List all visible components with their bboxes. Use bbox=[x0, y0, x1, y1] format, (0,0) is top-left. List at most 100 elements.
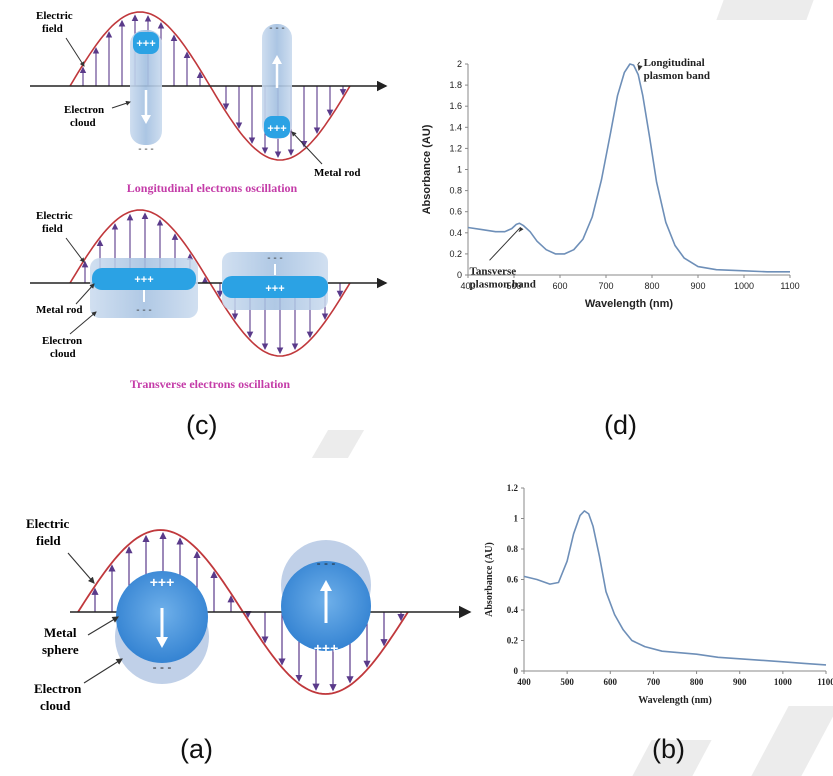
y-tick-label: 0.8 bbox=[507, 544, 519, 554]
axes-frame bbox=[467, 64, 790, 276]
metal-sphere-label: sphere bbox=[42, 642, 79, 657]
rod-body bbox=[222, 276, 328, 298]
annotation-arrowhead bbox=[637, 65, 643, 71]
x-tick-label: 700 bbox=[647, 677, 661, 687]
axes-frame bbox=[523, 488, 826, 672]
y-tick-label: 1.6 bbox=[449, 101, 462, 111]
electric-field-label: Electric bbox=[36, 10, 73, 22]
annotation-label: plasmon band bbox=[470, 278, 536, 290]
x-tick-label: 900 bbox=[733, 677, 747, 687]
minus-charge: - - - bbox=[136, 305, 152, 316]
y-tick-label: 1.2 bbox=[507, 483, 519, 493]
plus-charge: +++ bbox=[134, 274, 153, 286]
panel-label-a: (a) bbox=[180, 734, 213, 764]
electric-field-label: Electric bbox=[36, 210, 73, 222]
transverse-caption: Transverse electrons oscillation bbox=[130, 377, 291, 391]
plus-charge: +++ bbox=[265, 283, 284, 295]
series-line bbox=[467, 63, 790, 273]
metal-rod-2: +++ - - - bbox=[262, 23, 292, 139]
electron-cloud-label: Electron bbox=[64, 104, 104, 116]
x-tick-label: 1000 bbox=[734, 281, 754, 291]
annotation-label: plasmon band bbox=[644, 70, 710, 82]
y-axis-label: Absorbance (AU) bbox=[421, 124, 433, 214]
annotation-arrowhead bbox=[518, 227, 524, 233]
metal-sphere-2: - - - +++ bbox=[281, 540, 371, 656]
x-tick-label: 400 bbox=[517, 677, 531, 687]
longitudinal-caption: Longitudinal electrons oscillation bbox=[127, 181, 298, 195]
metal-sphere-label: Metal bbox=[44, 625, 77, 640]
y-tick-label: 0.6 bbox=[449, 207, 462, 217]
minus-charge: - - - bbox=[269, 23, 285, 34]
watermark-shape bbox=[766, 0, 814, 20]
arrow-down-head-icon bbox=[141, 115, 151, 124]
y-tick-label: 0.4 bbox=[449, 228, 462, 238]
pointer-line bbox=[83, 658, 123, 684]
plus-charge: +++ bbox=[136, 38, 155, 50]
rod-cap bbox=[133, 32, 159, 54]
x-tick-label: 500 bbox=[560, 677, 574, 687]
metal-rod-3: +++ - - - bbox=[90, 258, 198, 318]
metal-rod-label: Metal rod bbox=[36, 304, 83, 316]
metal-rod-4: +++ - - - bbox=[222, 252, 328, 310]
x-tick-label: 1100 bbox=[817, 677, 833, 687]
y-tick-label: 0.2 bbox=[449, 249, 462, 259]
annotation-pointer bbox=[489, 226, 521, 261]
y-tick-label: 1.8 bbox=[449, 80, 462, 90]
rod-cap bbox=[264, 116, 290, 138]
panel-label-b: (b) bbox=[652, 734, 685, 764]
x-tick-label: 600 bbox=[552, 281, 567, 291]
panel-c: +++ - - - +++ - - - Electric field Elect… bbox=[0, 0, 400, 400]
electric-field-label: field bbox=[36, 533, 61, 548]
y-tick-label: 0.8 bbox=[449, 186, 462, 196]
x-tick-label: 600 bbox=[604, 677, 618, 687]
series-line bbox=[523, 510, 827, 666]
minus-charge: - - - bbox=[138, 144, 154, 155]
x-tick-label: 800 bbox=[690, 677, 704, 687]
y-tick-label: 0.4 bbox=[507, 605, 519, 615]
electron-cloud-label: Electron bbox=[34, 681, 82, 696]
arrow-up-head-icon bbox=[320, 580, 332, 591]
pointer-line bbox=[111, 100, 131, 109]
pointer-line bbox=[65, 37, 85, 67]
y-tick-label: 0 bbox=[457, 270, 462, 280]
electron-cloud-label: cloud bbox=[50, 348, 76, 360]
watermark-shape bbox=[716, 0, 782, 20]
y-tick-label: 1 bbox=[457, 165, 462, 175]
electric-field-label: field bbox=[42, 23, 63, 35]
y-tick-label: 0.6 bbox=[507, 575, 519, 585]
y-tick-label: 1.2 bbox=[449, 143, 462, 153]
arrow-up-head-icon bbox=[272, 55, 282, 64]
x-tick-label: 900 bbox=[690, 281, 705, 291]
watermark-shape bbox=[311, 430, 365, 458]
panel-a: +++ - - - - - - +++ Electric field Metal… bbox=[0, 505, 480, 720]
arrow-down-head-icon bbox=[156, 637, 168, 648]
pointer-line bbox=[65, 237, 85, 263]
x-axis-label: Wavelength (nm) bbox=[638, 695, 712, 706]
electron-cloud-label: cloud bbox=[70, 117, 96, 129]
annotation-pointer bbox=[637, 61, 641, 66]
y-tick-label: 1 bbox=[514, 514, 519, 524]
y-tick-label: 0.2 bbox=[507, 636, 519, 646]
annotation-label: Longitudinal bbox=[644, 57, 705, 69]
panel-label-d: (d) bbox=[604, 410, 637, 440]
x-tick-label: 400 bbox=[460, 281, 475, 291]
plus-charge: +++ bbox=[150, 574, 175, 590]
y-tick-label: 1.4 bbox=[449, 122, 462, 132]
rod-body bbox=[92, 268, 196, 290]
plus-charge: +++ bbox=[267, 123, 286, 135]
x-tick-label: 500 bbox=[506, 281, 521, 291]
panel-a-diagram: +++ - - - - - - +++ Electric field Metal… bbox=[26, 516, 472, 713]
panel-c-diagram: +++ - - - +++ - - - Electric field Elect… bbox=[30, 10, 388, 391]
plus-charge: +++ bbox=[314, 640, 339, 656]
x-tick-label: 700 bbox=[598, 281, 613, 291]
pointer-line bbox=[87, 616, 119, 636]
annotation-label: Tansverse bbox=[470, 265, 517, 277]
metal-rod-label: Metal rod bbox=[314, 167, 361, 179]
electron-cloud-label: cloud bbox=[40, 698, 71, 713]
pointer-line bbox=[69, 311, 97, 335]
y-tick-label: 0 bbox=[514, 666, 519, 676]
